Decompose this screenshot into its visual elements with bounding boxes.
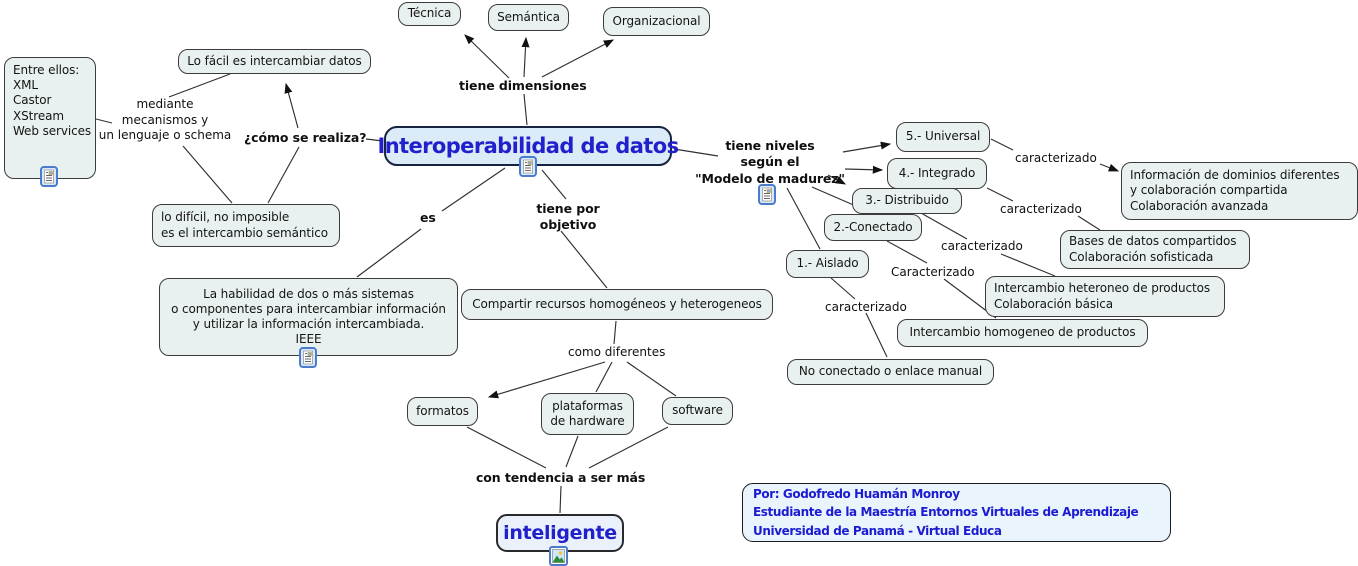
link-label-caracterizado-integrado[interactable]: caracterizado (1000, 202, 1082, 216)
concept-no-conectado[interactable]: No conectado o enlace manual (787, 359, 994, 385)
concept-lo-facil[interactable]: Lo fácil es intercambiar datos (178, 49, 371, 74)
concept-semantica[interactable]: Semántica (488, 4, 569, 31)
resource-icon[interactable] (299, 347, 317, 368)
concept-definicion-ieee[interactable]: La habilidad de dos o más sistemas o com… (159, 278, 458, 356)
concept-intercambio-homogeneo[interactable]: Intercambio homogeneo de productos (897, 319, 1148, 347)
concept-inteligente[interactable]: inteligente (496, 514, 624, 552)
concept-intercambio-heterogeneo[interactable]: Intercambio heteroneo de productos Colab… (985, 276, 1225, 317)
concept-entre-ellos[interactable]: Entre ellos: XML Castor XStream Web serv… (4, 57, 96, 179)
link-label-caracterizado-distribuido[interactable]: caracterizado (941, 239, 1023, 253)
concept-organizacional[interactable]: Organizacional (603, 7, 710, 36)
concept-lo-dificil[interactable]: lo difícil, no imposible es el intercamb… (152, 204, 340, 247)
concept-nivel-4-integrado[interactable]: 4.- Integrado (887, 158, 987, 189)
link-label-caracterizado-universal[interactable]: caracterizado (1015, 151, 1097, 165)
concept-plataformas-hardware[interactable]: plataformas de hardware (541, 393, 634, 435)
link-label-mediante-mecanismos[interactable]: mediante mecanismos y un lenguaje o sche… (98, 97, 232, 143)
link-label-con-tendencia[interactable]: con tendencia a ser más (476, 470, 646, 485)
concept-bases-de-datos[interactable]: Bases de datos compartidos Colaboración … (1060, 230, 1250, 269)
link-label-tiene-dimensiones[interactable]: tiene dimensiones (459, 78, 587, 93)
image-icon[interactable] (549, 546, 568, 566)
concept-nivel-2-conectado[interactable]: 2.-Conectado (824, 214, 922, 241)
resource-icon[interactable] (758, 184, 776, 205)
concept-informacion-dominios[interactable]: Información de dominios diferentes y col… (1121, 162, 1358, 220)
concept-nivel-1-aislado[interactable]: 1.- Aislado (786, 250, 869, 278)
link-label-como-diferentes[interactable]: como diferentes (568, 345, 666, 359)
resource-icon[interactable] (40, 166, 58, 187)
resource-icon[interactable] (519, 156, 537, 177)
concept-formatos[interactable]: formatos (407, 397, 478, 426)
link-label-caracterizado-aislado[interactable]: caracterizado (825, 300, 907, 314)
concept-nivel-3-distribuido[interactable]: 3.- Distribuido (852, 188, 962, 214)
link-label-tiene-niveles[interactable]: tiene niveles según el "Modelo de madure… (695, 138, 845, 186)
credit-note[interactable]: Por: Godofredo Huamán Monroy Estudiante … (742, 483, 1171, 542)
link-label-como-se-realiza[interactable]: ¿cómo se realiza? (244, 130, 367, 145)
link-label-tiene-por-objetivo[interactable]: tiene por objetivo (536, 201, 600, 233)
concept-software[interactable]: software (662, 397, 733, 425)
link-label-caracterizado-conectado[interactable]: Caracterizado (891, 265, 975, 279)
concept-compartir-recursos[interactable]: Compartir recursos homogéneos y heteroge… (461, 289, 773, 320)
concept-tecnica[interactable]: Técnica (398, 2, 461, 26)
concept-interoperabilidad-de-datos[interactable]: Interoperabilidad de datos (378, 126, 679, 166)
link-label-es[interactable]: es (420, 210, 436, 225)
concept-nivel-5-universal[interactable]: 5.- Universal (896, 122, 990, 152)
